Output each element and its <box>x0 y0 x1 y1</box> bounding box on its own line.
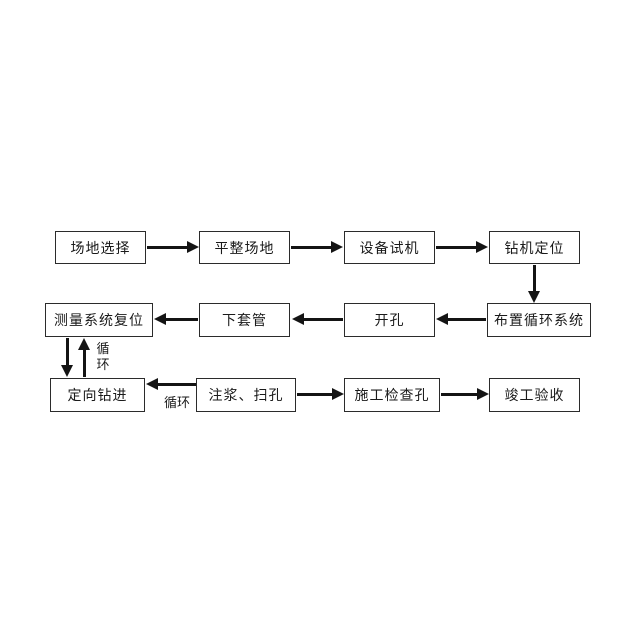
arrowhead-left-icon <box>154 313 166 325</box>
node-grouting-sweeping: 注浆、扫孔 <box>196 378 296 412</box>
node-inspection-hole: 施工检查孔 <box>344 378 440 412</box>
node-level-site: 平整场地 <box>199 231 290 264</box>
arrowhead-right-icon <box>477 388 489 400</box>
node-measurement-reset: 测量系统复位 <box>45 303 153 337</box>
node-lower-casing: 下套管 <box>199 303 290 337</box>
arrowhead-left-icon <box>146 378 158 390</box>
node-site-selection: 场地选择 <box>55 231 146 264</box>
arrowhead-up-icon <box>78 338 90 350</box>
edge-label-cycle-horizontal: 循环 <box>163 395 190 410</box>
arrow-line <box>147 246 188 249</box>
arrow-line <box>533 265 536 292</box>
node-rig-positioning: 钻机定位 <box>489 231 580 264</box>
arrow-line <box>157 383 196 386</box>
arrowhead-down-icon <box>528 291 540 303</box>
arrow-line <box>436 246 477 249</box>
arrowhead-right-icon <box>331 241 343 253</box>
arrowhead-left-icon <box>436 313 448 325</box>
arrowhead-left-icon <box>292 313 304 325</box>
node-open-hole: 开孔 <box>344 303 435 337</box>
arrow-line <box>291 246 332 249</box>
arrowhead-down-icon <box>61 365 73 377</box>
node-equipment-test: 设备试机 <box>344 231 435 264</box>
arrowhead-right-icon <box>476 241 488 253</box>
arrow-line <box>83 349 86 377</box>
node-completion-acceptance: 竣工验收 <box>489 378 580 412</box>
arrow-line <box>303 318 343 321</box>
edge-label-cycle-vertical: 循环 <box>96 341 110 372</box>
arrow-line <box>297 393 333 396</box>
node-circulation-system: 布置循环系统 <box>487 303 591 337</box>
arrowhead-right-icon <box>187 241 199 253</box>
arrow-line <box>441 393 478 396</box>
arrow-line <box>66 338 69 366</box>
node-directional-drilling: 定向钻进 <box>50 378 145 412</box>
arrowhead-right-icon <box>332 388 344 400</box>
arrow-line <box>165 318 198 321</box>
arrow-line <box>447 318 486 321</box>
